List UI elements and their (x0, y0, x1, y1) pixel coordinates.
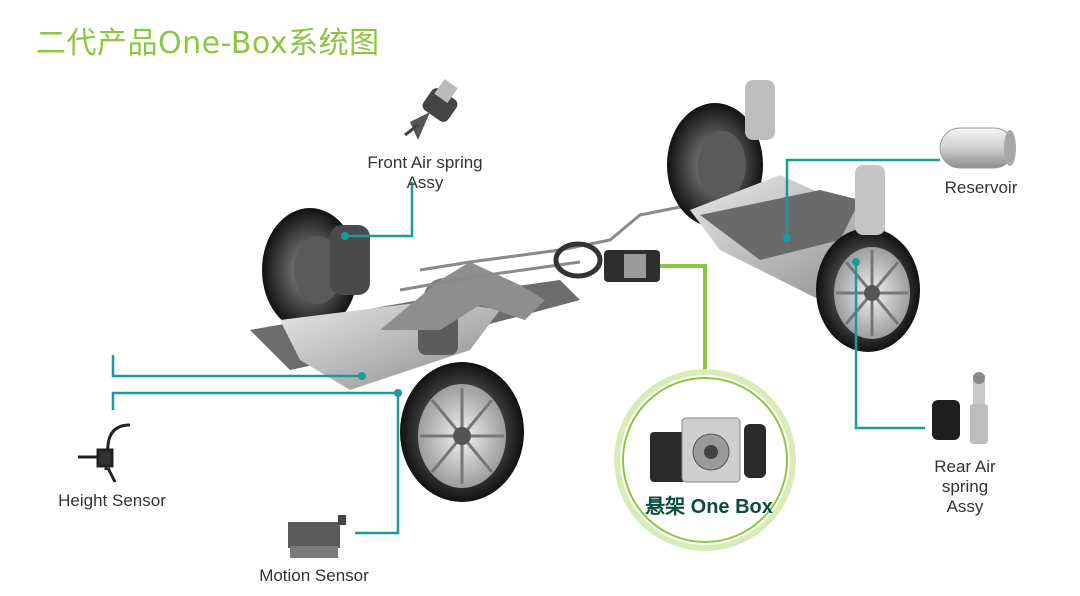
leader-reservoir (785, 158, 940, 238)
label-rear-air-line1: Rear Air (934, 457, 996, 476)
leader-height-sensor-1 (111, 355, 362, 378)
rear-air-spring-component (932, 372, 988, 444)
leader-height-sensor-2 (111, 391, 398, 410)
leader-motion-sensor (355, 393, 400, 535)
motion-sensor-component (288, 515, 346, 558)
label-rear-air-line2: spring (941, 477, 989, 496)
onebox-module-small (604, 250, 660, 282)
label-rear-air-spring: Rear Air spring Assy (920, 457, 1010, 517)
reservoir-component (939, 127, 1016, 169)
page-title: 二代产品One-Box系统图 (36, 26, 380, 61)
front-air-spring-component (404, 79, 458, 140)
label-motion-sensor: Motion Sensor (259, 566, 369, 585)
label-front-air-spring: Front Air spring Assy (350, 153, 500, 193)
rear-axle-assembly (667, 80, 920, 352)
leader-rear-air-spring (854, 262, 925, 430)
label-front-air-spring-line2: Assy (406, 173, 444, 192)
label-height-sensor: Height Sensor (58, 491, 166, 510)
leader-lines-teal (111, 158, 940, 535)
leader-onebox (660, 264, 707, 378)
label-onebox: 悬架 One Box (645, 496, 773, 518)
label-rear-air-line3: Assy (946, 497, 984, 516)
height-sensor-component (78, 423, 131, 483)
label-reservoir: Reservoir (944, 178, 1018, 197)
label-front-air-spring-line1: Front Air spring (367, 153, 483, 172)
steering-wheel (553, 241, 603, 279)
onebox-callout (614, 369, 796, 551)
leader-front-air-spring (345, 182, 414, 238)
front-air-spring-strut (330, 225, 370, 295)
front-axle-assembly (250, 208, 580, 502)
